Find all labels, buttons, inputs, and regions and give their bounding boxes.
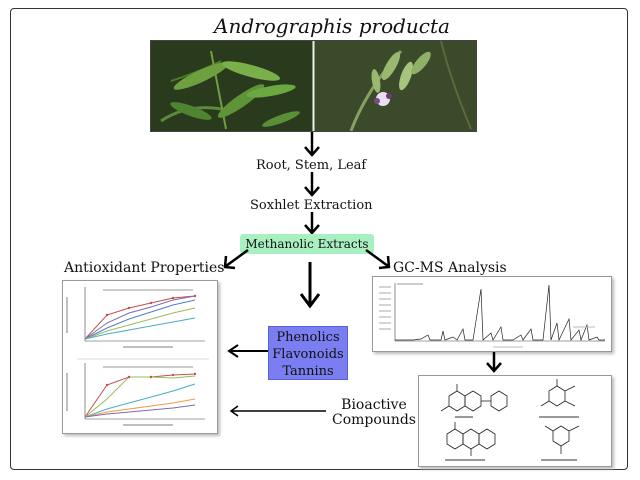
- plant-parts-label: Root, Stem, Leaf: [256, 158, 367, 173]
- chemical-structures: [440, 379, 580, 461]
- arrow-down-1: [304, 132, 320, 157]
- bioactive-line-1: Bioactive: [341, 397, 407, 413]
- arrow-phytochem-to-graphs: [227, 344, 268, 358]
- plant-photo-illustration: [151, 41, 476, 131]
- arrow-down-2: [304, 172, 320, 197]
- arrow-bioactive-to-graphs: [229, 405, 326, 417]
- antioxidant-graphs-panel: [62, 280, 218, 434]
- phytochemicals-box: Phenolics Flavonoids Tannins: [268, 326, 348, 380]
- arrow-down-3: [304, 212, 320, 235]
- diagram-frame: [10, 8, 628, 470]
- tannins-label: Tannins: [282, 364, 334, 379]
- flavonoids-label: Flavonoids: [272, 347, 344, 362]
- antioxidant-graphs: [66, 287, 209, 426]
- arrow-to-antioxidant: [223, 248, 249, 270]
- chemical-structures-panel: [418, 375, 612, 467]
- methanolic-extracts-box: Methanolic Extracts: [240, 234, 374, 254]
- arrow-to-phytochemicals: [299, 262, 321, 309]
- plant-photographs: [150, 40, 477, 132]
- arrow-to-structures: [486, 352, 502, 373]
- phenolics-label: Phenolics: [276, 330, 340, 345]
- bioactive-compounds-label: Bioactive Compounds: [332, 398, 416, 428]
- gcms-heading: GC-MS Analysis: [393, 260, 507, 276]
- arrow-to-gcms: [365, 248, 391, 270]
- bioactive-line-2: Compounds: [332, 412, 416, 428]
- gcms-chromatogram: [379, 283, 605, 348]
- plant-title: Andrographis producta: [214, 14, 450, 38]
- soxhlet-extraction-label: Soxhlet Extraction: [250, 198, 373, 213]
- gcms-chromatogram-panel: [372, 276, 612, 352]
- antioxidant-heading: Antioxidant Properties: [64, 260, 225, 276]
